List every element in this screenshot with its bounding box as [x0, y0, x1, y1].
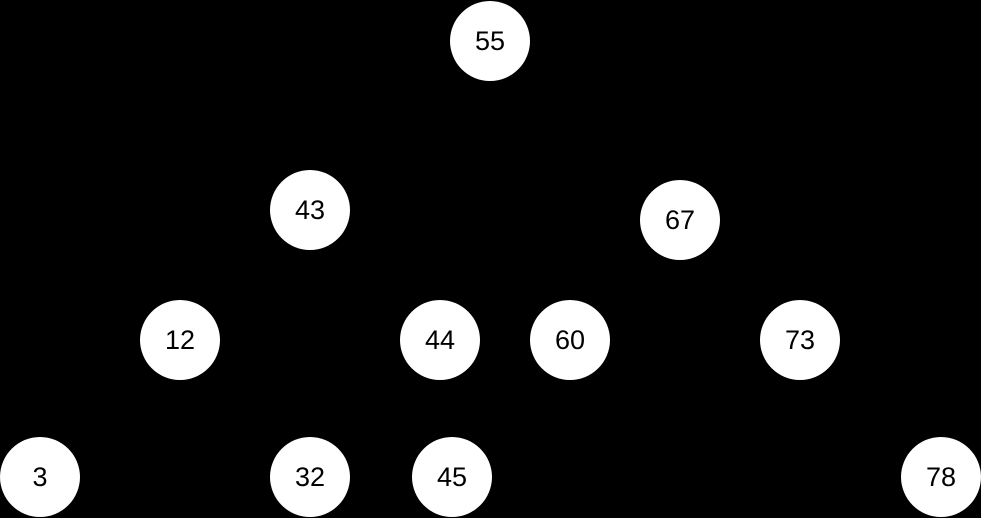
tree-node: 3 — [0, 437, 80, 517]
tree-node: 67 — [640, 180, 720, 260]
tree-node: 73 — [760, 300, 840, 380]
tree-node-value: 43 — [294, 194, 326, 225]
tree-node: 12 — [140, 300, 220, 380]
tree-node: 44 — [400, 300, 480, 380]
tree-node-value: 3 — [32, 461, 48, 492]
tree-node: 55 — [450, 1, 530, 81]
tree-node-value: 78 — [925, 461, 957, 492]
tree-node-value: 44 — [424, 324, 456, 355]
tree-node: 78 — [901, 437, 981, 517]
tree-node: 32 — [270, 437, 350, 517]
tree-node-value: 55 — [474, 25, 506, 56]
tree-node-value: 45 — [436, 461, 468, 492]
tree-node: 60 — [530, 300, 610, 380]
tree-node: 43 — [270, 170, 350, 250]
tree-node-value: 73 — [784, 324, 816, 355]
tree-node-value: 32 — [294, 461, 326, 492]
tree-node-value: 67 — [664, 204, 696, 235]
tree-node-value: 12 — [164, 324, 196, 355]
tree-node-value: 60 — [554, 324, 586, 355]
tree-node: 45 — [412, 437, 492, 517]
